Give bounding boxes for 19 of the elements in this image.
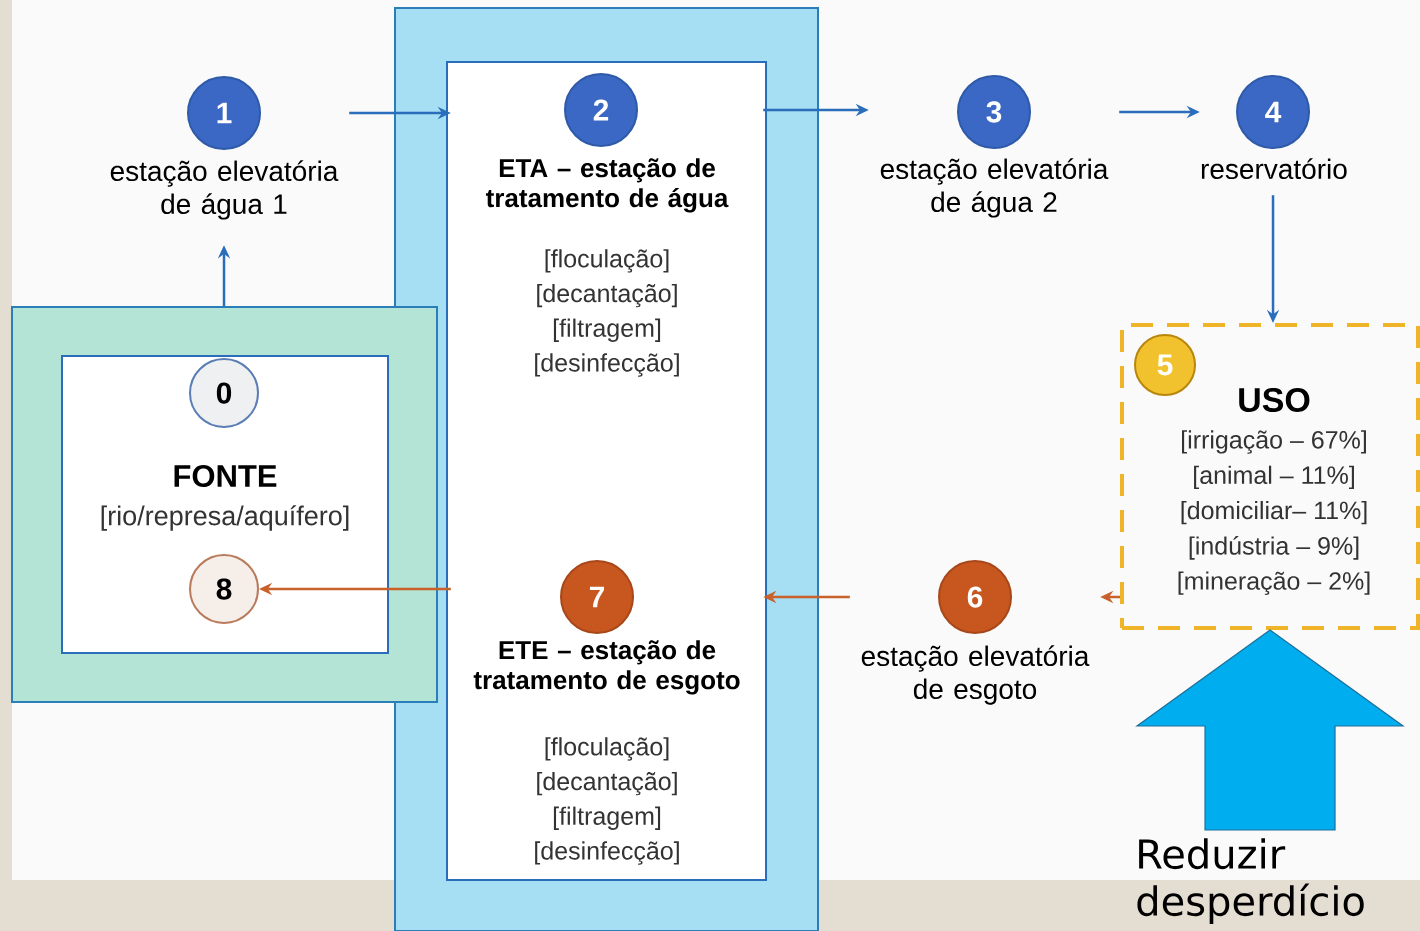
step-label: estação elevatória de esgoto bbox=[861, 645, 1090, 705]
step-label: estação elevatória de água 1 bbox=[110, 160, 339, 220]
step-label: ETE – estação de tratamento de esgoto bbox=[473, 640, 740, 695]
list-item: [indústria – 9%] bbox=[1189, 536, 1359, 560]
block-arrow bbox=[1135, 629, 1405, 831]
box-heading: USO bbox=[1239, 387, 1310, 413]
process-list: [floculação] [decantação] [filtragem] [desinfecção] bbox=[535, 249, 679, 377]
step-label: ETA – estação de tratamento de água bbox=[485, 158, 729, 213]
list-item: [animal – 11%] bbox=[1194, 465, 1354, 489]
panel-box bbox=[446, 61, 767, 881]
step-label: estação elevatória de água 2 bbox=[880, 158, 1109, 218]
list-item: [irrigação – 67%] bbox=[1182, 430, 1366, 454]
list-item: [domiciliar– 11%] bbox=[1181, 500, 1367, 525]
list-item: [mineração – 2%] bbox=[1178, 571, 1370, 595]
caption-text: Reduzir desperdício bbox=[1137, 838, 1364, 924]
box-heading: FONTE bbox=[174, 465, 277, 487]
box-text: [rio/represa/aquífero] bbox=[101, 505, 349, 531]
process-list: [floculação] [decantação] [filtragem] [desinfecção] bbox=[535, 737, 679, 865]
step-label: reservatório bbox=[1201, 158, 1347, 180]
